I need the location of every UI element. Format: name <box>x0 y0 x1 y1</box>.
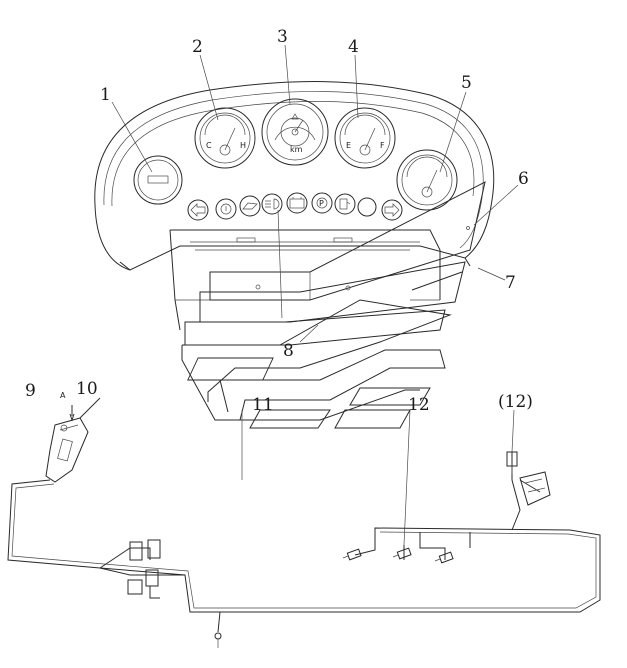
gauge-4-fuel: E F <box>334 107 396 169</box>
callout-11: 11 <box>252 395 274 415</box>
oil-pressure-icon <box>239 195 261 217</box>
panel-plate-7 <box>199 261 466 323</box>
svg-text:H: H <box>240 141 246 150</box>
callout-8: 8 <box>283 341 294 361</box>
right-turn-icon <box>381 199 403 221</box>
callout-12-parenthetical: (12) <box>498 392 533 412</box>
svg-text:F: F <box>380 141 385 150</box>
indicator-lamp-row: P <box>187 192 403 221</box>
sensor-plug-1 <box>342 548 362 561</box>
connector-housing <box>519 471 551 506</box>
connector-block-1 <box>129 541 143 561</box>
battery-icon <box>286 192 308 214</box>
parking-brake-icon: P <box>311 192 333 214</box>
callout-labels: 1 2 3 4 5 6 7 8 9 10 A 11 12 (12) <box>25 27 533 415</box>
gauge-5-oil-pressure <box>396 149 458 211</box>
callout-7: 7 <box>505 273 516 293</box>
svg-text:km: km <box>290 145 303 154</box>
callout-4: 4 <box>348 37 359 57</box>
callout-1: 1 <box>100 85 111 105</box>
callout-3: 3 <box>277 27 288 47</box>
connector-block-2 <box>147 539 161 559</box>
callout-6: 6 <box>518 169 529 189</box>
svg-text:E: E <box>346 141 351 150</box>
bottom-terminal <box>214 632 222 648</box>
connector-block-3 <box>127 579 143 595</box>
switch-assembly <box>45 397 101 483</box>
view-marker-a: A <box>60 391 66 400</box>
fuel-warning-icon <box>334 193 356 215</box>
high-beam-icon <box>261 193 283 215</box>
callout-12: 12 <box>408 395 430 415</box>
hour-meter <box>133 155 183 205</box>
svg-text:C: C <box>206 141 212 150</box>
sensor-plug-3 <box>434 551 454 564</box>
panel-plate-8 <box>181 299 452 421</box>
svg-text:P: P <box>319 199 324 208</box>
dashboard-housing <box>94 81 495 331</box>
callout-10: 10 <box>76 379 98 399</box>
panel-plate-6 <box>209 181 486 301</box>
blank-lamp <box>357 197 377 217</box>
connector-12-plug <box>506 451 518 474</box>
gauge-3-tachometer: km <box>261 98 329 166</box>
connectors <box>127 451 551 648</box>
left-turn-icon <box>187 199 209 221</box>
gauge-2-temperature: C H <box>194 107 256 169</box>
callout-2: 2 <box>192 37 203 57</box>
brake-warning-icon <box>215 198 237 220</box>
panel-frame-lower <box>187 349 446 429</box>
sensor-plug-2 <box>392 547 412 560</box>
connector-block-4 <box>145 569 159 587</box>
leader-lines <box>111 44 519 546</box>
callout-9: 9 <box>25 381 36 401</box>
callout-5: 5 <box>461 73 472 93</box>
wiring-harness <box>7 452 601 633</box>
